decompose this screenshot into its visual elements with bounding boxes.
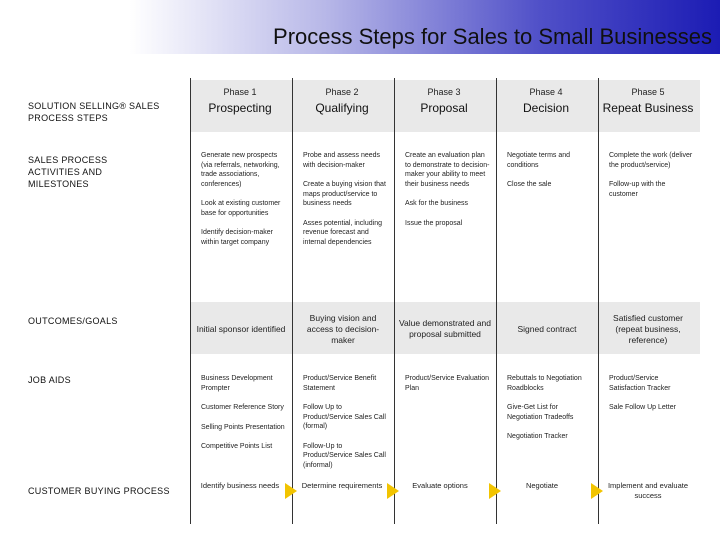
- phase-2-name: Qualifying: [315, 101, 369, 115]
- arrow-icon: [387, 483, 399, 499]
- slide-title: Process Steps for Sales to Small Busines…: [273, 24, 712, 49]
- phase-2-buying-step: Determine requirements: [301, 481, 383, 490]
- phase-2-outcome: Buying vision and access to decision-mak…: [306, 312, 380, 345]
- activity-item: Issue the proposal: [405, 219, 463, 227]
- phase-2-activities: Probe and assess needs with decision-mak…: [303, 151, 389, 257]
- phase-1-activities: Generate new prospects (via referrals, n…: [201, 151, 287, 257]
- row-label-buying: CUSTOMER BUYING PROCESS: [28, 486, 170, 496]
- activity-item: Create an evaluation plan to demonstrate…: [405, 152, 490, 188]
- column-divider: [496, 78, 497, 524]
- activity-item: Look at existing customer base for oppor…: [201, 200, 281, 217]
- phase-5-activities: Complete the work (deliver the product/s…: [609, 151, 695, 209]
- row-label-process-steps: SOLUTION SELLING® SALES PROCESS STEPS: [28, 101, 160, 123]
- column-divider: [292, 78, 293, 524]
- job-aid-item: Sale Follow Up Letter: [609, 404, 676, 411]
- phase-3-buying-step: Evaluate options: [412, 481, 468, 490]
- phase-1-outcome: Initial sponsor identified: [196, 323, 286, 334]
- job-aid-item: Follow Up to Product/Service Sales Call …: [303, 404, 386, 430]
- arrow-icon: [591, 483, 603, 499]
- activity-item: Ask for the business: [405, 200, 469, 207]
- activity-item: Complete the work (deliver the product/s…: [609, 152, 693, 169]
- phase-3-name: Proposal: [420, 101, 468, 115]
- phase-2-label: Phase 2: [325, 87, 359, 97]
- activity-item: Close the sale: [507, 181, 552, 188]
- job-aid-item: Negotiation Tracker: [507, 433, 568, 440]
- job-aid-item: Customer Reference Story: [201, 404, 284, 411]
- phase-2-job-aids: Product/Service Benefit Statement Follow…: [303, 374, 389, 480]
- phase-4-buying-step: Negotiate: [525, 481, 559, 490]
- job-aid-item: Competitive Points List: [201, 443, 273, 450]
- job-aid-item: Follow-Up to Product/Service Sales Call …: [303, 442, 386, 469]
- row-label-activities: SALES PROCESS ACTIVITIES AND MILESTONES: [28, 155, 108, 189]
- activity-item: Identify decision-maker within target co…: [201, 229, 273, 246]
- phase-header-band: [190, 80, 700, 132]
- title-banner: [0, 0, 720, 54]
- job-aid-item: Rebuttals to Negotiation Roadblocks: [507, 375, 582, 392]
- job-aid-item: Product/Service Benefit Statement: [303, 375, 377, 392]
- row-label-outcomes: OUTCOMES/GOALS: [28, 316, 118, 326]
- job-aid-item: Selling Points Presentation: [201, 423, 285, 431]
- outcomes-band: [190, 302, 700, 354]
- phase-1-name: Prospecting: [208, 101, 272, 115]
- column-divider: [598, 78, 599, 524]
- phase-4-outcome: Signed contract: [517, 323, 577, 334]
- job-aid-item: Business Development Prompter: [201, 375, 273, 392]
- column-divider: [190, 78, 191, 524]
- phase-1-job-aids: Business Development Prompter Customer R…: [201, 374, 287, 462]
- phase-4-activities: Negotiate terms and conditions Close the…: [507, 151, 593, 200]
- phase-1-buying-step: Identify business needs: [200, 481, 280, 490]
- activity-item: Negotiate terms and conditions: [507, 152, 571, 169]
- phase-3-job-aids: Product/Service Evaluation Plan: [405, 374, 491, 403]
- column-divider: [394, 78, 395, 524]
- activity-item: Asses potential, including revenue forec…: [303, 219, 382, 246]
- activity-item: Create a buying vision that maps product…: [303, 181, 386, 207]
- arrow-icon: [489, 483, 501, 499]
- phase-5-outcome: Satisfied customer (repeat business, ref…: [613, 312, 683, 345]
- row-label-job-aids: JOB AIDS: [28, 375, 71, 385]
- phase-5-name: Repeat Business: [602, 101, 694, 115]
- phase-3-activities: Create an evaluation plan to demonstrate…: [405, 151, 491, 238]
- phase-5-buying-step: Implement and evaluate success: [607, 481, 689, 500]
- phase-4-job-aids: Rebuttals to Negotiation Roadblocks Give…: [507, 374, 593, 452]
- arrow-icon: [285, 483, 297, 499]
- activity-item: Generate new prospects (via referrals, n…: [201, 152, 280, 188]
- phase-5-job-aids: Product/Service Satisfaction Tracker Sal…: [609, 374, 695, 423]
- phase-5-label: Phase 5: [631, 87, 665, 97]
- activity-item: Probe and assess needs with decision-mak…: [303, 152, 381, 169]
- phase-1-label: Phase 1: [223, 87, 257, 97]
- phase-3-label: Phase 3: [427, 87, 461, 97]
- activity-item: Follow-up with the customer: [609, 181, 666, 198]
- phase-4-name: Decision: [522, 101, 570, 115]
- phase-3-outcome: Value demonstrated and proposal submitte…: [399, 318, 491, 339]
- job-aid-item: Give-Get List for Negotiation Tradeoffs: [507, 404, 574, 421]
- job-aid-item: Product/Service Satisfaction Tracker: [609, 375, 671, 392]
- job-aid-item: Product/Service Evaluation Plan: [405, 375, 490, 392]
- phase-4-label: Phase 4: [529, 87, 563, 97]
